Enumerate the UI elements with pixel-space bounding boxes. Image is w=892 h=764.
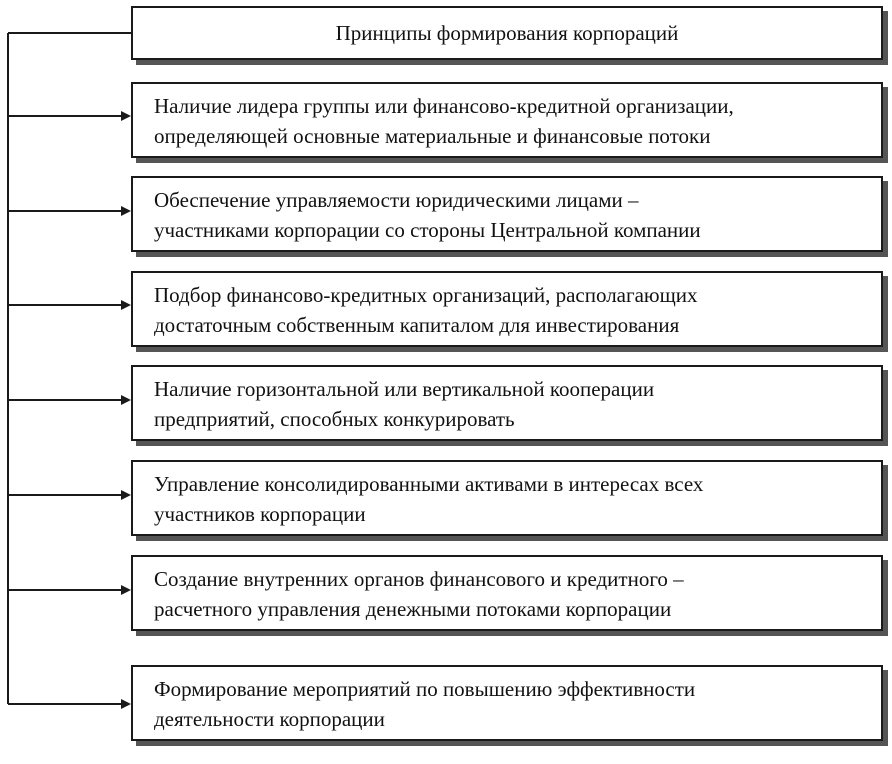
principle-6-line-2: расчетного управления денежными потоками… (154, 597, 672, 621)
principle-7-line-2: деятельности корпорации (154, 707, 385, 731)
principle-7-line-1: Формирование мероприятий по повышению эф… (154, 677, 696, 701)
arrow-head-3 (121, 300, 131, 310)
principle-box-4: Наличие горизонтальной или вертикальной … (131, 365, 883, 441)
principle-3-line-2: достаточным собственным капиталом для ин… (154, 313, 680, 337)
principle-box-3: Подбор финансово-кредитных организаций, … (131, 271, 883, 347)
principle-box-6: Создание внутренних органов финансового … (131, 555, 883, 631)
principle-box-5: Управление консолидированными активами в… (131, 460, 883, 536)
principle-5-line-1: Управление консолидированными активами в… (154, 472, 704, 496)
principle-4-line-2: предприятий, способных конкурировать (154, 407, 515, 431)
principle-box-1: Наличие лидера группы или финансово-кред… (131, 82, 883, 158)
arrow-head-4 (121, 395, 131, 405)
principle-2-line-1: Обеспечение управляемости юридическими л… (154, 188, 639, 212)
arrow-head-5 (121, 490, 131, 500)
principle-5-line-2: участников корпорации (154, 502, 366, 526)
arrow-head-1 (121, 111, 131, 121)
diagram-title: Принципы формирования корпораций (335, 21, 679, 45)
diagram-title-box: Принципы формирования корпораций (131, 6, 883, 60)
arrow-head-2 (121, 206, 131, 216)
arrow-head-7 (121, 699, 131, 709)
principle-box-7: Формирование мероприятий по повышению эф… (131, 665, 883, 741)
principle-1-line-1: Наличие лидера группы или финансово-кред… (154, 94, 734, 118)
principle-3-line-1: Подбор финансово-кредитных организаций, … (154, 283, 698, 307)
arrow-head-6 (121, 585, 131, 595)
principle-1-line-2: определяющей основные материальные и фин… (154, 124, 711, 148)
principle-4-line-1: Наличие горизонтальной или вертикальной … (154, 377, 655, 401)
principle-box-2: Обеспечение управляемости юридическими л… (131, 176, 883, 252)
principle-2-line-2: участниками корпорации со стороны Центра… (154, 218, 701, 242)
principle-6-line-1: Создание внутренних органов финансового … (154, 567, 684, 591)
